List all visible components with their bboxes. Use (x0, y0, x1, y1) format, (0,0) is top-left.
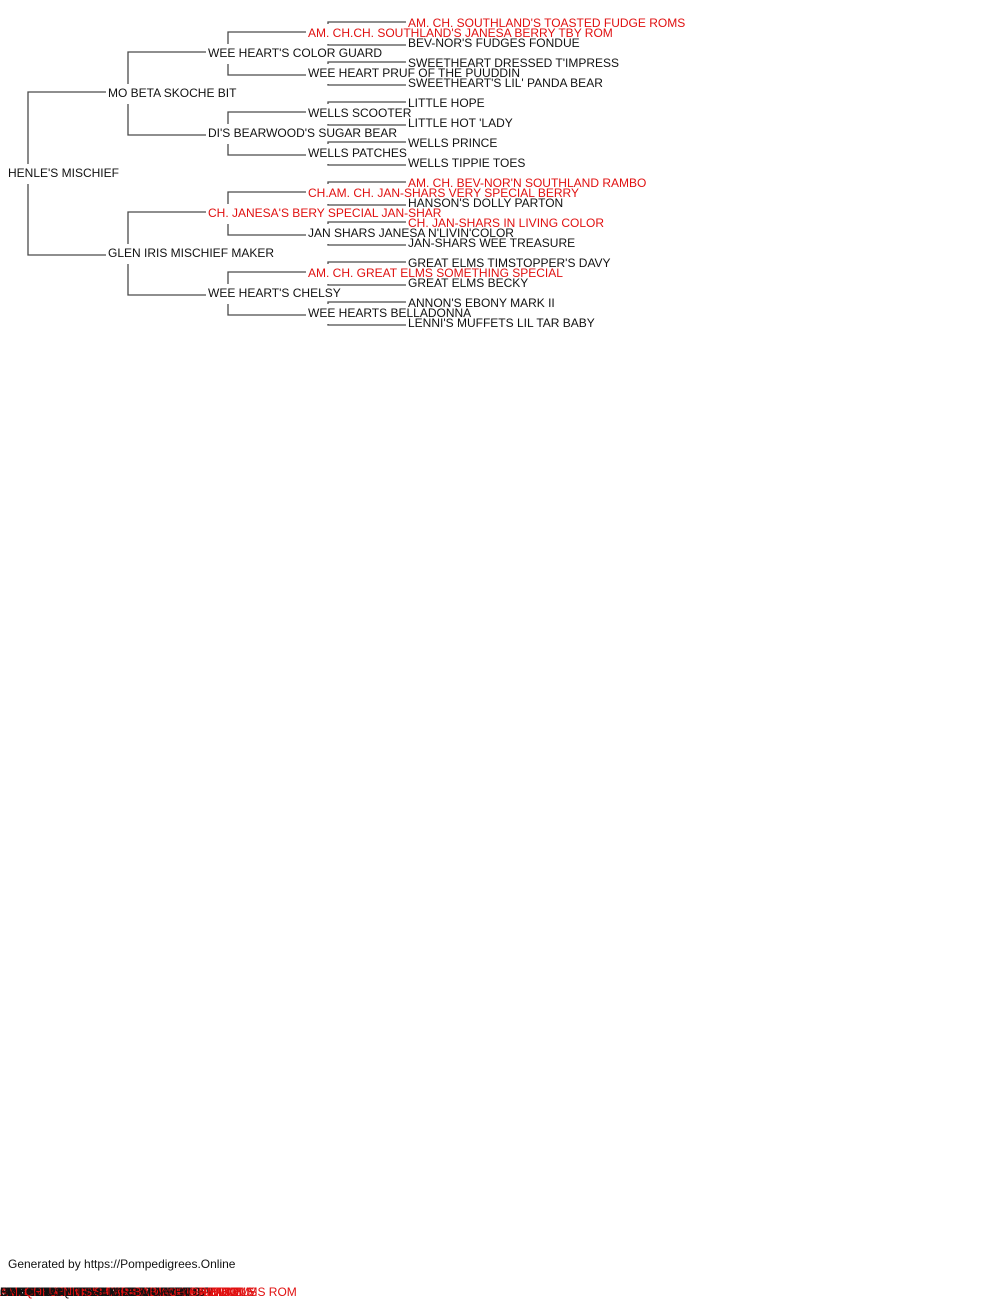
pedigree-entry-gen2: WEE HEART'S CHELSY (208, 286, 341, 300)
sire-dam-connector (327, 301, 406, 326)
pedigree-entry-gen3: AM. CH.CH. SOUTHLAND'S JANESA BERRY TBY … (308, 26, 613, 40)
sire-dam-connector (327, 181, 406, 206)
pedigree-entry-gen2: DI'S BEARWOOD'S SUGAR BEAR (208, 126, 398, 140)
pedigree-entry-gen3: CH.AM. CH. JAN-SHARS VERY SPECIAL BERRY (308, 186, 579, 200)
sire-dam-connector (327, 261, 406, 286)
pedigree-entry-gen4: AM. CH. BEV-NOR'N SOUTHLAND RAMBO (408, 176, 647, 190)
pedigree-entry-gen1: GLEN IRIS MISCHIEF MAKER (108, 246, 275, 260)
sire-dam-connector (227, 111, 306, 156)
pedigree-entry-gen3: WELLS SCOOTER (308, 106, 412, 120)
sire-dam-connector (327, 141, 406, 166)
sire-dam-connector (227, 191, 306, 236)
sire-dam-connector (327, 221, 406, 246)
sire-dam-connector (227, 31, 306, 76)
pedigree-entry-gen4: BEV-NOR'S FUDGES FONDUE (408, 36, 580, 50)
pedigree-entry-gen4: WELLS TIPPIE TOES (408, 156, 526, 170)
pedigree-entry-gen4: GREAT ELMS TIMSTOPPER'S DAVY (408, 256, 611, 270)
generated-by-footer: Generated by https://Pompedigrees.Online (8, 1257, 236, 1271)
pedigree-entry-gen4: LITTLE HOPE (408, 96, 485, 110)
sire-dam-connector (27, 91, 106, 256)
pedigree-entry-gen4: AM. CH. SOUTHLAND'S TOASTED FUDGE ROMS (408, 16, 686, 30)
pedigree-entry-gen3: WEE HEARTS BELLADONNA (308, 306, 472, 320)
pedigree-entry-gen3: WELLS PATCHES (308, 146, 407, 160)
pedigree-entry-gen4: WELLS PRINCE (408, 136, 498, 150)
pedigree-entry-gen4: HANSON'S DOLLY PARTON (408, 196, 564, 210)
pedigree-entry-gen4: ANNON'S EBONY MARK II (408, 296, 555, 310)
sire-dam-connector (327, 61, 406, 86)
sire-dam-connector (327, 21, 406, 46)
pedigree-entry-genundefined: BRITTON'S LITTLE MISS MUFFET (0, 1285, 191, 1299)
pedigree-entry-gen4: LITTLE HOT 'LADY (408, 116, 513, 130)
pedigree-entry-gen4: SWEETHEART DRESSED T'IMPRESS (408, 56, 620, 70)
pedigree-entry-gen3: JAN SHARS JANESA N'LIVIN'COLOR (308, 226, 514, 240)
sire-dam-connector (327, 101, 406, 126)
pedigree-entry-gen2: CH. JANESA'S BERY SPECIAL JAN-SHAR (208, 206, 442, 220)
sire-dam-connector (227, 271, 306, 316)
pedigree-entry-gen3: WEE HEART PRUF OF THE PUUDDIN (308, 66, 521, 80)
sire-dam-connector (127, 51, 206, 136)
pedigree-entry-gen4: CH. JAN-SHARS IN LIVING COLOR (408, 216, 605, 230)
pedigree-entry-gen3: AM. CH. GREAT ELMS SOMETHING SPECIAL (308, 266, 563, 280)
pedigree-entry-gen0: HENLE'S MISCHIEF (8, 166, 119, 180)
pedigree-entry-gen4: SWEETHEART'S LIL' PANDA BEAR (408, 76, 603, 90)
pedigree-entry-gen4: LENNI'S MUFFETS LIL TAR BABY (408, 316, 595, 330)
pedigree-entry-gen1: MO BETA SKOCHE BIT (108, 86, 237, 100)
pedigree-entry-gen2: WEE HEART'S COLOR GUARD (208, 46, 383, 60)
sire-dam-connector (127, 211, 206, 296)
pedigree-entry-gen4: JAN-SHARS WEE TREASURE (408, 236, 576, 250)
pedigree-entry-gen4: GREAT ELMS BECKY (408, 276, 529, 290)
